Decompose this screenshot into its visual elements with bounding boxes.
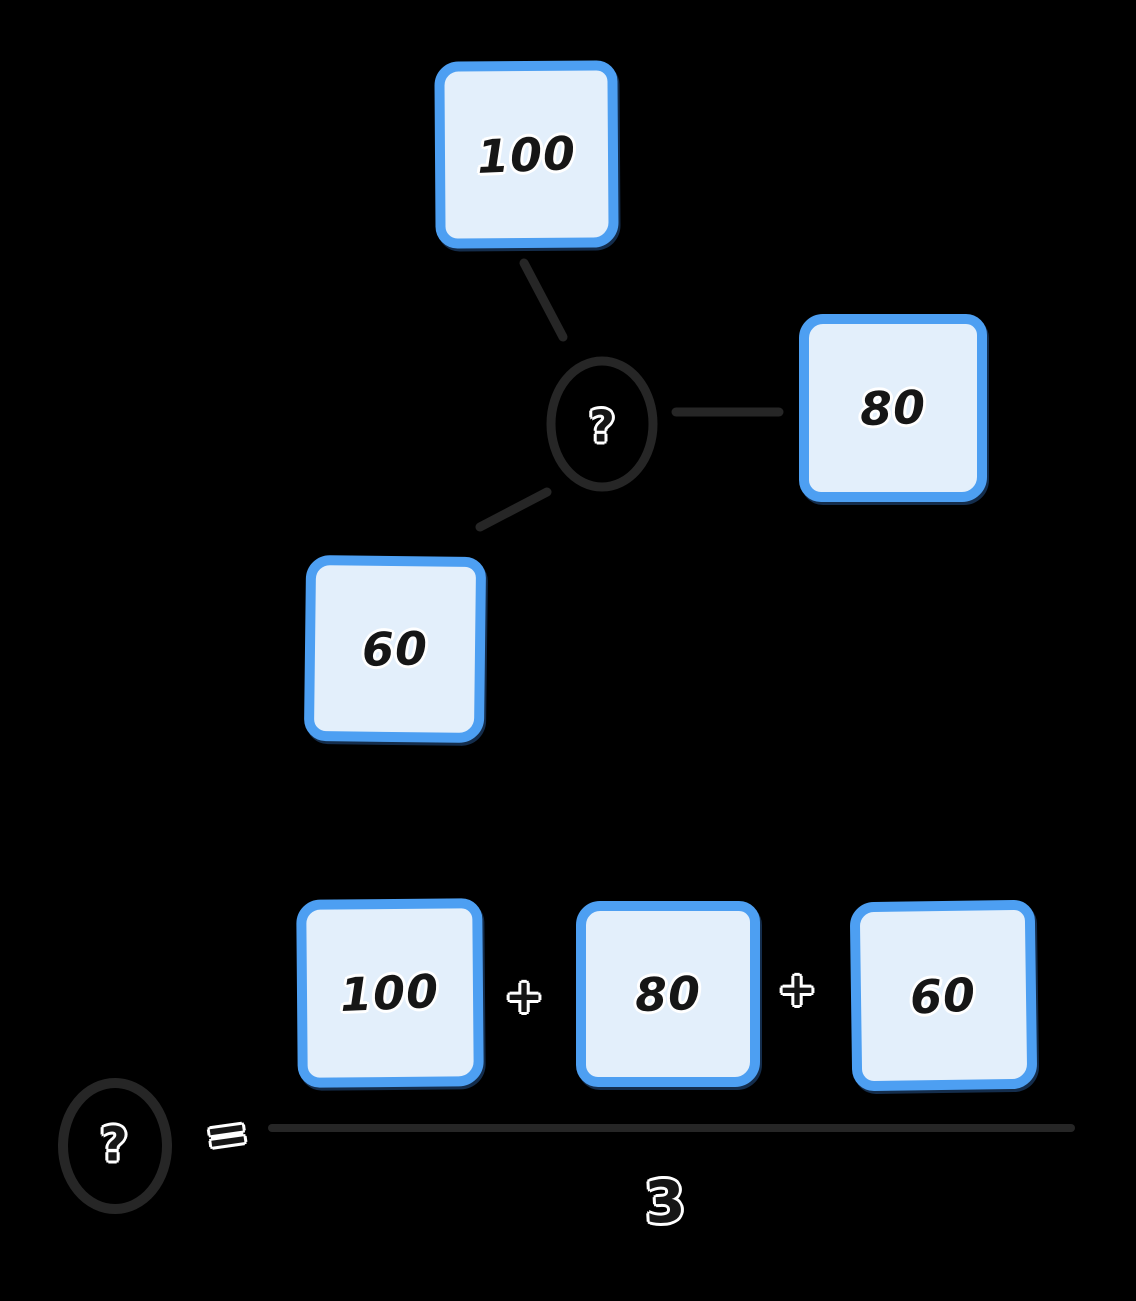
equation-card-100: 100 [296, 898, 484, 1088]
denominator-value: 3 [643, 1166, 687, 1238]
result-question-mark: ? [100, 1117, 128, 1173]
node-value-100: 100 [475, 125, 578, 184]
equation-card-80: 80 [576, 901, 760, 1087]
equation-value-60: 60 [909, 966, 978, 1025]
equation-value-100: 100 [339, 963, 441, 1023]
equals-sign: = [201, 1102, 253, 1168]
plus-sign-1: + [504, 969, 544, 1023]
plus-sign-2: + [777, 962, 817, 1016]
node-card-60: 60 [303, 554, 487, 744]
result-question-circle [58, 1078, 172, 1214]
node-card-80: 80 [799, 314, 987, 502]
center-question-mark: ? [589, 401, 615, 453]
edge-center-to-60 [475, 487, 552, 532]
equation-card-60: 60 [849, 899, 1038, 1092]
edge-100-to-center [519, 258, 568, 342]
center-question-circle [546, 356, 658, 492]
node-value-80: 80 [859, 379, 927, 437]
node-card-100: 100 [434, 60, 619, 249]
node-value-60: 60 [361, 621, 429, 677]
equation-value-80: 80 [634, 965, 702, 1023]
